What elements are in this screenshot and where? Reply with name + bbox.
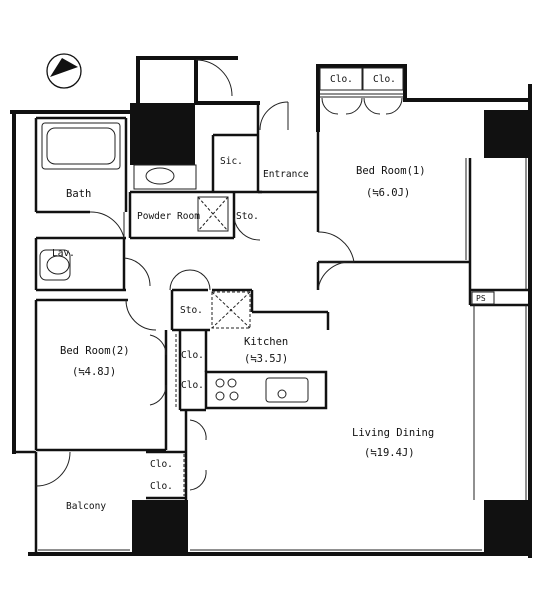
label-living-dining-size: (≒19.4J) (364, 447, 415, 459)
fixtures (38, 67, 527, 551)
label-sto-kitchen: Sto. (180, 305, 203, 316)
structural-columns (130, 103, 530, 556)
label-clo-balcony-upper: Clo. (150, 459, 173, 470)
interior-walls (14, 103, 530, 552)
label-clo-bed2-upper: Clo. (181, 350, 204, 361)
door-swings (35, 59, 403, 491)
label-kitchen-size: (≒3.5J) (244, 353, 288, 365)
label-bed-room-1-size: (≒6.0J) (366, 187, 410, 199)
label-clo-top-right: Clo. (373, 74, 396, 85)
label-powder-room: Powder Room (137, 211, 200, 222)
label-living-dining: Living Dining (352, 427, 434, 439)
label-bath: Bath (66, 188, 91, 200)
label-clo-bed2-lower: Clo. (181, 380, 204, 391)
label-entrance: Entrance (263, 169, 309, 180)
label-clo-balcony-lower: Clo. (150, 481, 173, 492)
label-balcony: Balcony (66, 501, 106, 512)
label-bed-room-1: Bed Room(1) (356, 165, 426, 177)
label-bed-room-2: Bed Room(2) (60, 345, 130, 357)
label-bed-room-2-size: (≒4.8J) (72, 366, 116, 378)
label-lav: Lav. (52, 248, 75, 259)
label-sic: Sic. (220, 156, 243, 167)
label-clo-top-left: Clo. (330, 74, 353, 85)
label-kitchen: Kitchen (244, 336, 288, 348)
label-sto-hall: Sto. (236, 211, 259, 222)
north-arrow-icon (46, 53, 82, 89)
exterior-walls (10, 56, 532, 558)
label-ps: PS (476, 294, 486, 303)
room-labels: Bath Lav. Powder Room Sto. Sic. Entrance… (52, 74, 486, 512)
